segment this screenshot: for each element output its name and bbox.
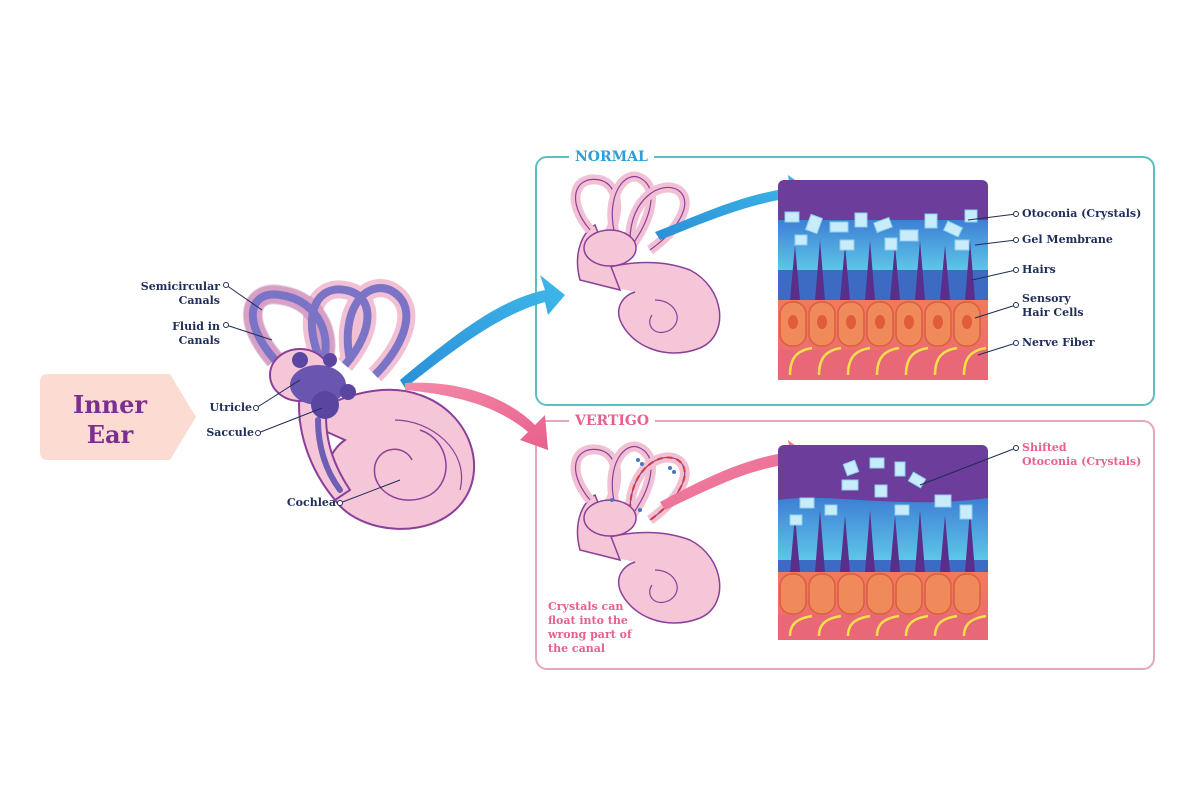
tag-shape: [40, 374, 196, 460]
label-sensory-hair-cells: Sensory Hair Cells: [1022, 292, 1084, 320]
label-shifted-otoconia: Shifted Otoconia (Crystals): [1022, 441, 1141, 469]
arrow-to-vertigo: [405, 382, 548, 450]
label-fluid-line2: Canals: [178, 334, 220, 347]
label-semicircular-line2: Canals: [178, 294, 220, 307]
label-semicircular-line1: Semicircular: [140, 280, 220, 293]
vertigo-title: VERTIGO: [569, 412, 656, 430]
label-cochlea: Cochlea: [286, 496, 336, 509]
inner-ear-title-line2: Ear: [86, 420, 134, 449]
inner-ear-title-line1: Inner: [72, 390, 148, 419]
label-sensory-line1: Sensory: [1022, 292, 1071, 305]
label-sensory-line2: Hair Cells: [1022, 306, 1084, 319]
vertigo-note-line1: Crystals can: [548, 600, 624, 613]
label-shifted-line1: Shifted: [1022, 441, 1067, 454]
label-otoconia: Otoconia (Crystals): [1022, 207, 1142, 220]
vertigo-zoom-box: [778, 445, 988, 640]
label-utricle: Utricle: [209, 401, 252, 414]
normal-ear-illustration: [570, 171, 721, 354]
vertigo-ear-illustration: [570, 441, 721, 624]
vertigo-panel: VERTIGO: [535, 412, 1155, 670]
label-saccule: Saccule: [206, 426, 254, 439]
normal-title: NORMAL: [569, 148, 654, 166]
vertigo-note: Crystals can float into the wrong part o…: [548, 600, 632, 656]
normal-zoom-box: [778, 180, 988, 380]
inner-ear-illustration: [242, 279, 476, 530]
arrow-to-normal: [400, 275, 565, 388]
label-fluid-in-canals: Fluid in Canals: [130, 320, 220, 348]
inner-ear-tag: Inner Ear: [40, 374, 196, 460]
normal-leaders: [919, 211, 1019, 486]
arrow-normal-zoom: [655, 175, 812, 240]
normal-panel: NORMAL: [535, 148, 1155, 406]
label-semicircular-canals: Semicircular Canals: [130, 280, 220, 308]
inner-ear-leaders: [223, 282, 401, 506]
vertigo-note-line4: the canal: [548, 642, 606, 655]
label-fluid-line1: Fluid in: [172, 320, 220, 333]
label-hairs: Hairs: [1022, 263, 1056, 276]
inner-ear-title: Inner Ear: [40, 390, 180, 450]
vertigo-note-line2: float into the: [548, 614, 628, 627]
vertigo-note-line3: wrong part of: [548, 628, 632, 641]
label-gel-membrane: Gel Membrane: [1022, 233, 1113, 246]
label-shifted-line2: Otoconia (Crystals): [1022, 455, 1142, 468]
label-nerve-fiber: Nerve Fiber: [1022, 336, 1095, 349]
arrow-vertigo-zoom: [660, 440, 812, 510]
